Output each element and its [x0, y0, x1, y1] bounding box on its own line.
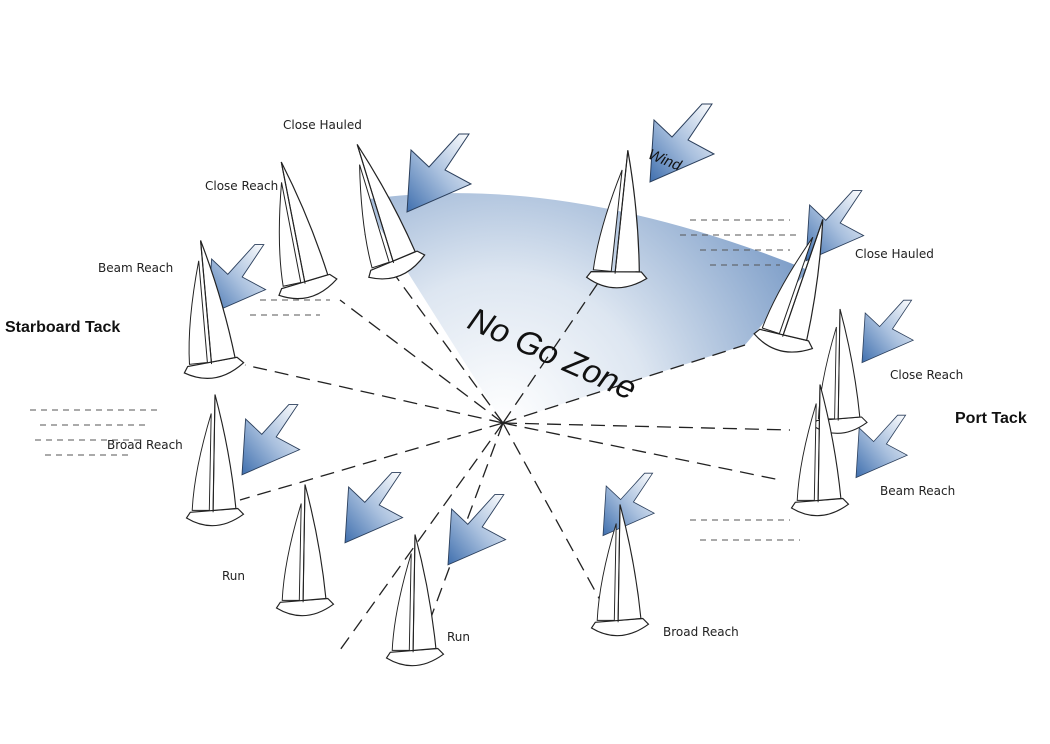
course-line [502, 422, 791, 431]
course-line [244, 364, 504, 424]
label-port-close-hauled: Close Hauled [855, 247, 934, 261]
sailboat-icon [170, 236, 246, 382]
sailboat-icon [385, 533, 445, 667]
water-ripples [30, 219, 800, 541]
wind-arrow-icon [602, 472, 655, 536]
wind-arrow-icon [344, 472, 404, 544]
label-port-beam-reach: Beam Reach [880, 484, 956, 498]
label-starboard-run: Run [222, 569, 246, 583]
sailboat-icon [251, 155, 340, 304]
port-tack-label: Port Tack [955, 410, 1027, 427]
course-lines [239, 229, 791, 651]
wind-arrow-icon [861, 299, 914, 364]
label-starboard-beam-reach: Beam Reach [98, 261, 174, 275]
course-line [239, 422, 504, 501]
sailboat-icon [275, 483, 335, 617]
course-line [339, 422, 504, 651]
starboard-tack-label: Starboard Tack [5, 319, 121, 336]
course-line [339, 299, 504, 424]
wind-arrow-icon [649, 103, 715, 183]
label-port-close-reach: Close Reach [890, 368, 964, 382]
label-port-broad-reach: Broad Reach [663, 625, 739, 639]
wind-arrow-icon [447, 494, 507, 566]
no-go-zone-wedge [362, 193, 808, 423]
sailboat-icon [185, 393, 245, 527]
wind-arrow-icon [241, 404, 301, 476]
course-line [502, 422, 601, 601]
sailboat-icon [590, 503, 650, 637]
label-run: Run [447, 630, 471, 644]
course-line [502, 422, 781, 481]
course-line [502, 344, 746, 424]
course-line [502, 279, 601, 424]
label-starboard-broad-reach: Broad Reach [107, 438, 183, 452]
course-line [429, 422, 504, 621]
label-starboard-close-hauled: Close Hauled [283, 118, 362, 132]
label-starboard-close-reach: Close Reach [205, 179, 279, 193]
